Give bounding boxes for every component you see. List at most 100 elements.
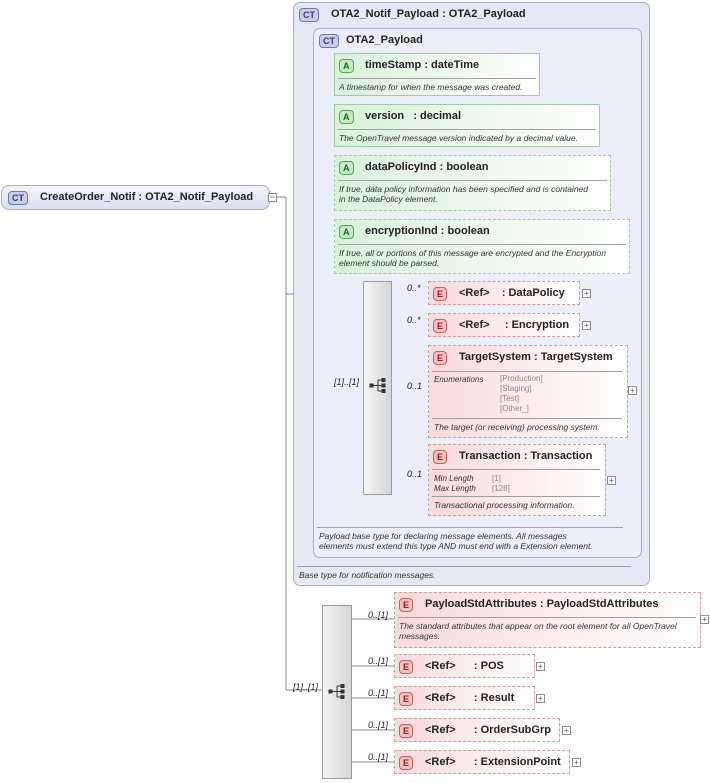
expand-toggle[interactable]: + xyxy=(572,758,581,767)
separator: : xyxy=(413,110,417,122)
root-element-name: CreateOrder_Notif xyxy=(40,191,136,203)
enumeration-value: [Staging] xyxy=(500,384,532,393)
element-title: <Ref> : ExtensionPoint xyxy=(425,756,561,768)
element-icon: E xyxy=(433,319,448,333)
element-icon: E xyxy=(433,450,448,464)
element-result[interactable]: E <Ref> : Result xyxy=(394,686,535,710)
element-title: Transaction : Transaction xyxy=(459,450,592,462)
element-encryption[interactable]: E <Ref> : Encryption xyxy=(428,313,580,337)
enumeration-value: [Test] xyxy=(500,394,520,403)
attribute-encryptionind[interactable]: A encryptionInd : boolean If true, all o… xyxy=(334,219,630,274)
attribute-type: dateTime xyxy=(431,59,480,71)
cardinality: 0..[1] xyxy=(368,688,389,698)
separator: : xyxy=(473,756,478,768)
cardinality: 0..* xyxy=(407,283,421,293)
outer-base-type: OTA2_Payload xyxy=(448,8,526,20)
max-length-value: [128] xyxy=(492,484,510,493)
expand-toggle[interactable]: + xyxy=(607,476,616,485)
outer-sequence-compositor[interactable] xyxy=(322,605,352,779)
cardinality: 0..[1] xyxy=(368,610,389,620)
separator: : xyxy=(504,319,509,331)
element-name: TargetSystem xyxy=(459,351,531,363)
complex-type-icon: CT xyxy=(8,191,28,205)
enumerations-label: Enumerations xyxy=(434,375,484,384)
expand-toggle[interactable]: + xyxy=(562,726,571,735)
root-name: CreateOrder_Notif : OTA2_Notif_Payload xyxy=(40,191,253,203)
element-name: Encryption xyxy=(511,319,570,331)
doc-line-2: element should be parsed. xyxy=(339,258,440,268)
attribute-icon: A xyxy=(339,161,354,175)
element-name: PayloadStdAttributes xyxy=(425,598,537,610)
doc-line-1: The standard attributes that appear on t… xyxy=(399,621,677,631)
separator: : xyxy=(440,225,445,237)
element-icon: E xyxy=(399,660,414,674)
cardinality: 0..* xyxy=(407,315,421,325)
cardinality: 0..1 xyxy=(407,381,423,391)
attribute-doc: If true, data policy information has bee… xyxy=(339,184,588,204)
expand-toggle[interactable]: + xyxy=(536,694,545,703)
attribute-name: timeStamp xyxy=(365,59,422,71)
separator: : xyxy=(539,598,544,610)
separator: : xyxy=(534,351,538,363)
ref-label: <Ref> xyxy=(425,692,456,704)
ref-label: <Ref> xyxy=(459,287,490,299)
element-transaction[interactable]: E Transaction : Transaction Min Length [… xyxy=(428,444,606,516)
element-doc: Transactional processing information. xyxy=(434,500,575,510)
attribute-timestamp[interactable]: A timeStamp : dateTime A timestamp for w… xyxy=(334,53,540,96)
expand-toggle[interactable]: + xyxy=(582,289,591,298)
expand-toggle[interactable]: + xyxy=(700,615,709,624)
attribute-type: boolean xyxy=(447,225,490,237)
element-icon: E xyxy=(399,598,414,612)
element-type: PayloadStdAttributes xyxy=(546,598,659,610)
attribute-doc: A timestamp for when the message was cre… xyxy=(339,82,523,92)
min-length-value: [1] xyxy=(492,474,501,483)
separator: : xyxy=(439,161,444,173)
element-datapolicy[interactable]: E <Ref> : DataPolicy xyxy=(428,281,580,305)
inner-type-name: OTA2_Payload xyxy=(346,34,423,46)
element-name: Transaction xyxy=(459,450,521,462)
attribute-icon: A xyxy=(339,59,354,73)
inner-sequence-compositor[interactable] xyxy=(363,281,392,495)
attribute-name: version xyxy=(365,110,405,122)
element-pos[interactable]: E <Ref> : POS xyxy=(394,654,535,678)
element-ordersubgrp[interactable]: E <Ref> : OrderSubGrp xyxy=(394,718,560,742)
element-name: Result xyxy=(480,692,515,704)
expand-toggle[interactable]: + xyxy=(536,662,545,671)
element-title: TargetSystem : TargetSystem xyxy=(459,351,613,363)
element-extensionpoint[interactable]: E <Ref> : ExtensionPoint xyxy=(394,750,570,774)
element-title: <Ref> : DataPolicy xyxy=(459,287,565,299)
separator: : xyxy=(138,191,143,203)
attribute-type: decimal xyxy=(420,110,462,122)
attribute-version[interactable]: A version : decimal The OpenTravel messa… xyxy=(334,104,600,147)
expand-toggle[interactable]: + xyxy=(582,321,591,330)
element-payloadstdattributes[interactable]: E PayloadStdAttributes : PayloadStdAttri… xyxy=(394,592,701,648)
outer-sequence-cardinality: [1]..[1] xyxy=(293,682,319,692)
element-title: <Ref> : Result xyxy=(425,692,514,704)
element-icon: E xyxy=(433,287,448,301)
attribute-doc: If true, all or portions of this message… xyxy=(339,248,606,268)
doc-line-1: If true, data policy information has bee… xyxy=(339,184,589,194)
separator: : xyxy=(473,692,478,704)
attribute-icon: A xyxy=(339,110,354,124)
element-title: <Ref> : Encryption xyxy=(459,319,569,331)
root-complex-type[interactable]: CT CreateOrder_Notif : OTA2_Notif_Payloa… xyxy=(1,185,270,210)
collapse-toggle[interactable]: − xyxy=(268,192,277,202)
element-name: OrderSubGrp xyxy=(480,724,551,736)
attribute-title: version : decimal xyxy=(365,110,461,122)
min-length-label: Min Length xyxy=(434,474,474,483)
separator: : xyxy=(442,8,446,20)
inner-documentation: Payload base type for declaring message … xyxy=(319,531,593,551)
element-doc: The target (or receiving) processing sys… xyxy=(434,422,600,432)
sequence-icon xyxy=(328,684,345,699)
cardinality: 0..1 xyxy=(407,469,423,479)
element-targetsystem[interactable]: E TargetSystem : TargetSystem Enumeratio… xyxy=(428,345,628,438)
cardinality: 0..[1] xyxy=(368,656,389,666)
expand-toggle[interactable]: + xyxy=(628,386,637,395)
element-icon: E xyxy=(399,724,414,738)
attribute-title: encryptionInd : boolean xyxy=(365,225,490,237)
attribute-datapolicyind[interactable]: A dataPolicyInd : boolean If true, data … xyxy=(334,155,611,211)
element-icon: E xyxy=(399,756,414,770)
attribute-name: encryptionInd xyxy=(365,225,438,237)
complex-type-icon: CT xyxy=(299,8,319,22)
element-icon: E xyxy=(433,351,448,365)
